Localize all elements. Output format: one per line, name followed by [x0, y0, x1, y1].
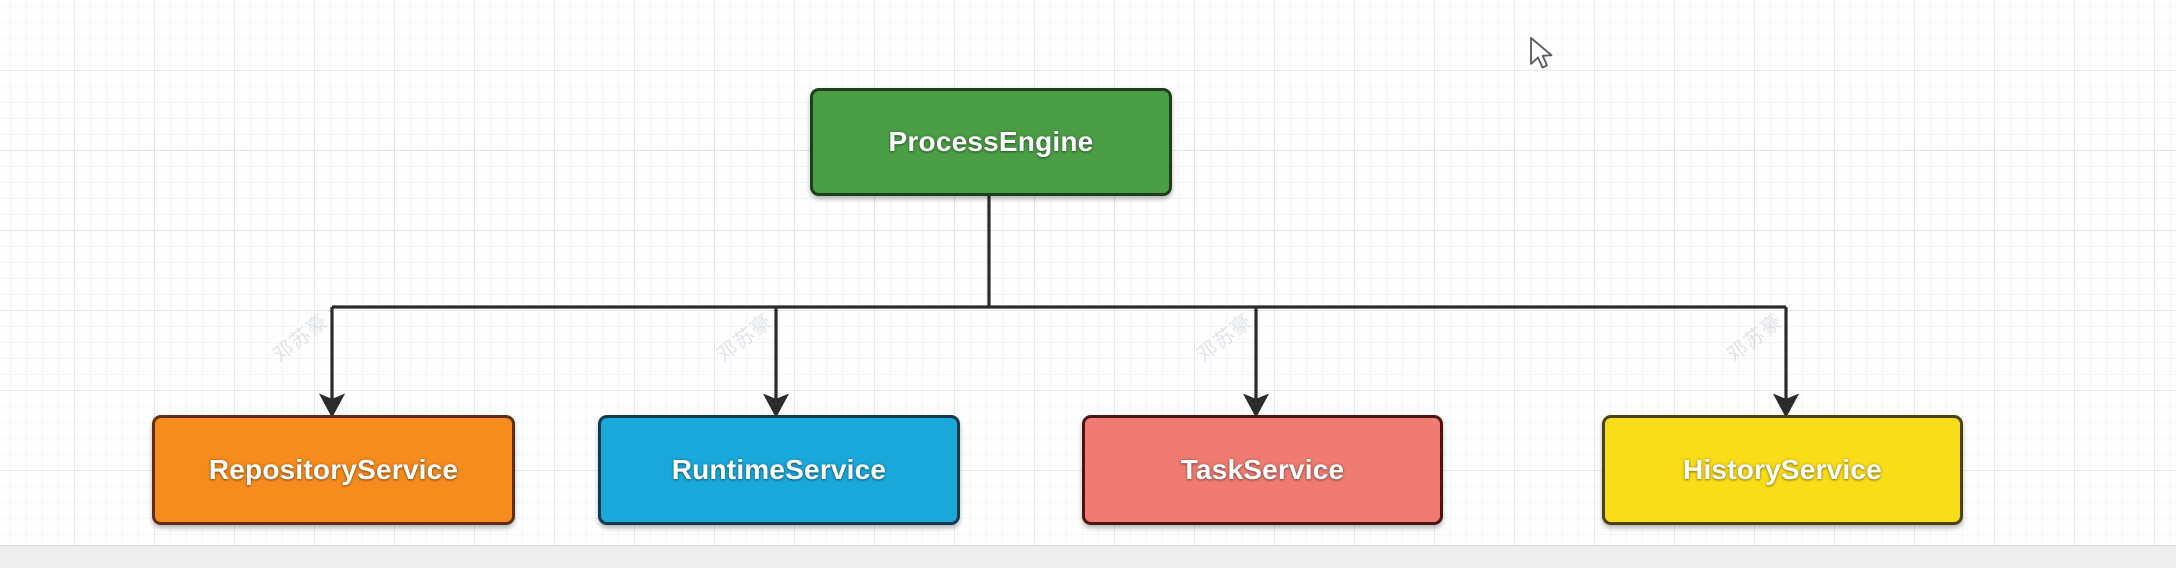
mouse-arrow-cursor-icon [1530, 37, 1553, 69]
node-runtime-service[interactable]: RuntimeService [598, 415, 960, 525]
node-history-service-label: HistoryService [1683, 454, 1882, 485]
node-task-service[interactable]: TaskService [1082, 415, 1443, 525]
node-runtime-service-label: RuntimeService [671, 454, 887, 485]
node-repository-service-label: RepositoryService [208, 454, 459, 485]
node-history-service[interactable]: HistoryService [1602, 415, 1963, 525]
node-repository-service[interactable]: RepositoryService [152, 415, 515, 525]
node-task-service-label: TaskService [1180, 454, 1345, 485]
node-process-engine-label: ProcessEngine [888, 126, 1094, 157]
node-process-engine[interactable]: ProcessEngine [810, 88, 1172, 196]
status-bar [0, 545, 2176, 568]
